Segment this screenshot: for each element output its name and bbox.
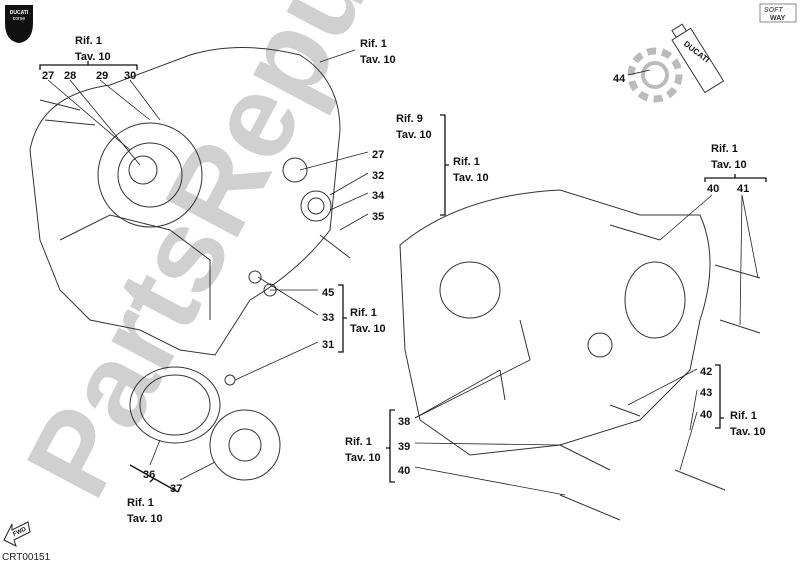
part-number: 27: [372, 149, 384, 161]
left-crankcase: [29, 47, 351, 386]
ref-label: Tav. 10: [75, 51, 111, 63]
ref-label: Rif. 1: [345, 436, 372, 448]
ref-label: Tav. 10: [711, 159, 747, 171]
part-number: 42: [700, 366, 712, 378]
ref-label: Rif. 1: [127, 497, 154, 509]
svg-text:WAY: WAY: [770, 15, 786, 22]
part-number: 31: [322, 339, 334, 351]
ref-label: Rif. 1: [711, 143, 738, 155]
ref-label: Tav. 10: [350, 323, 386, 335]
part-number: 39: [398, 441, 410, 453]
ref-label: Tav. 10: [360, 54, 396, 66]
gear-icon: [627, 47, 683, 103]
drawing-code: CRT00151: [2, 552, 51, 563]
part-number: 43: [700, 387, 712, 399]
part-number: 27: [42, 70, 54, 82]
part-number: 41: [737, 183, 749, 195]
part-number: 30: [124, 70, 136, 82]
ref-label: Rif. 9: [396, 113, 423, 125]
part-number: 36: [143, 469, 155, 481]
ref-label: Tav. 10: [345, 452, 381, 464]
softway-logo: SOFT WAY: [759, 3, 797, 23]
part-number: 40: [700, 409, 712, 421]
ref-label: Rif. 1: [453, 156, 480, 168]
part-number: 44: [613, 73, 626, 85]
part-number: 29: [96, 70, 108, 82]
leader-lines: [47, 49, 759, 496]
part-number: 37: [170, 483, 182, 495]
part-number: 32: [372, 170, 384, 182]
part-number: 34: [372, 190, 385, 202]
ref-label: Tav. 10: [396, 129, 432, 141]
ref-label: Rif. 1: [730, 410, 757, 422]
front-arrow-icon: FWD: [3, 521, 31, 547]
ref-label: Tav. 10: [453, 172, 489, 184]
callout-labels: Rif. 1 Tav. 10 27 28 29 30 Rif. 1 Tav. 1…: [42, 35, 766, 525]
svg-text:DUCATI: DUCATI: [10, 10, 29, 16]
ducati-corse-logo: DUCATI corse: [5, 5, 33, 43]
right-crankcase: [399, 189, 761, 521]
brackets: [39, 61, 767, 493]
part-number: 38: [398, 416, 410, 428]
ref-label: Tav. 10: [730, 426, 766, 438]
ref-label: Rif. 1: [75, 35, 102, 47]
svg-text:SOFT: SOFT: [764, 7, 783, 14]
part-number: 28: [64, 70, 76, 82]
bearings: [129, 366, 281, 481]
svg-text:corse: corse: [13, 16, 25, 22]
part-number: 40: [707, 183, 719, 195]
svg-text:FWD: FWD: [12, 526, 28, 537]
part-number: 33: [322, 312, 334, 324]
part-number: 40: [398, 465, 410, 477]
ref-label: Tav. 10: [127, 513, 163, 525]
part-number: 45: [322, 287, 334, 299]
ref-label: Rif. 1: [360, 38, 387, 50]
ref-label: Rif. 1: [350, 307, 377, 319]
part-number: 35: [372, 211, 384, 223]
